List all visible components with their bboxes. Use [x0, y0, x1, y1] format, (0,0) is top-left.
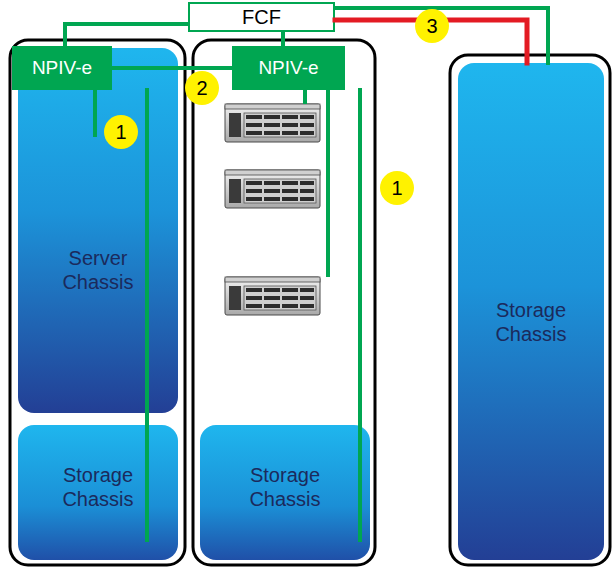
server-link: [303, 90, 307, 104]
node-label: Storage Chassis: [230, 463, 340, 511]
link-line: [335, 8, 548, 63]
link-line: [358, 90, 362, 540]
chassis-enclosure: [450, 55, 610, 565]
callout-number: 1: [104, 115, 138, 149]
callout-number: 2: [185, 71, 219, 105]
rack-server: [225, 277, 320, 315]
node-label: FCF: [242, 5, 281, 29]
fabric-link: [283, 32, 284, 46]
npiv-box: NPIV-e: [232, 46, 345, 90]
npiv-box: NPIV-e: [12, 46, 112, 90]
switch-box: FCF: [188, 2, 335, 32]
storage-chassis: Storage Chassis: [18, 425, 178, 560]
fabric-link: [335, 8, 548, 63]
node-label: Storage Chassis: [43, 463, 153, 511]
callout-number: 1: [380, 171, 414, 205]
fabric-link: [112, 68, 232, 69]
link-line: [93, 90, 97, 135]
link-line: [65, 24, 188, 46]
storage-chassis: Storage Chassis: [458, 63, 604, 560]
storage-chassis: Storage Chassis: [200, 425, 370, 560]
fabric-link: [95, 90, 96, 135]
chassis-enclosure: [193, 40, 375, 565]
node-label: NPIV-e: [32, 57, 92, 80]
chassis-enclosure: [10, 40, 185, 565]
node-label: Server Chassis: [43, 246, 153, 294]
node-label: Storage Chassis: [476, 298, 586, 346]
callout-number: 3: [415, 9, 449, 43]
fabric-link: [360, 90, 361, 540]
node-label: NPIV-e: [258, 57, 318, 80]
fabric-link: [147, 90, 148, 540]
rack-server: [225, 104, 320, 142]
server-link: [326, 90, 330, 277]
server-chassis: Server Chassis: [18, 48, 178, 413]
link-line: [112, 66, 232, 70]
fabric-link: [65, 24, 188, 46]
link-line: [281, 32, 285, 46]
rack-server: [225, 170, 320, 208]
link-line: [145, 90, 149, 540]
